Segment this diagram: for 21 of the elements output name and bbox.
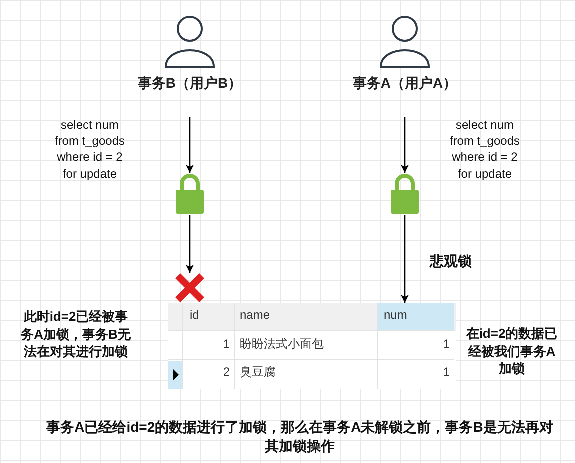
- person-label: 事务B（用户B）: [136, 75, 244, 93]
- arrow: [186, 215, 194, 273]
- table-cell-text: 1: [442, 364, 451, 381]
- sql-text: select num from t_goods where id = 2 for update: [54, 117, 126, 182]
- table-header: num: [383, 307, 408, 324]
- person-label: 事务A（用户A）: [352, 75, 458, 93]
- note-text: 此时id=2已经被事务A加锁，事务B无法在对其进行加锁: [20, 308, 132, 361]
- table-cell-text: 1: [442, 336, 451, 353]
- caption: 事务A已经给id=2的数据进行了加锁，那么在事务A未解锁之前，事务B是无法再对其加锁操作: [46, 418, 554, 456]
- sql-text: select num from t_goods where id = 2 for update: [448, 117, 522, 182]
- arrow: [401, 215, 409, 303]
- table-cell-text: 盼盼法式小面包: [239, 336, 325, 353]
- arrow: [401, 117, 409, 173]
- table-cell-text: 臭豆腐: [239, 364, 277, 381]
- table-header: id: [189, 307, 200, 324]
- arrow: [186, 117, 194, 173]
- table-cell-text: 1: [222, 336, 231, 353]
- table-cell-text: 2: [222, 364, 231, 381]
- annotation-text: 悲观锁: [430, 252, 473, 271]
- note-text: 在id=2的数据已经被我们事务A加锁: [465, 325, 559, 378]
- table-header: name: [239, 307, 272, 324]
